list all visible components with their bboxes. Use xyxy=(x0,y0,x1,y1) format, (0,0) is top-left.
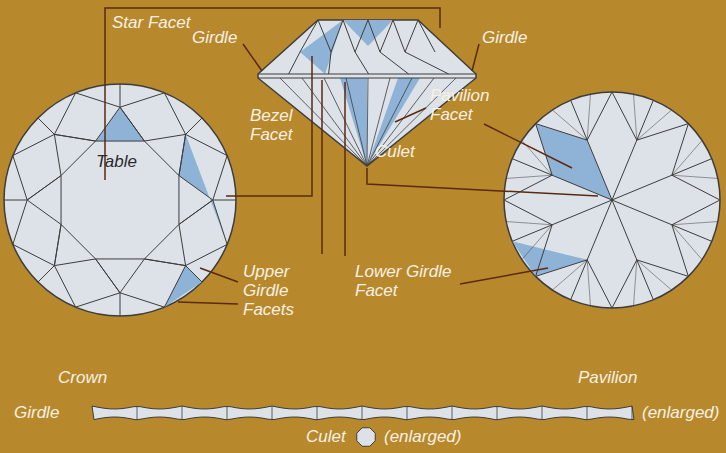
part-label: Bezel Facet xyxy=(250,106,308,144)
part-label: Girdle xyxy=(482,28,527,47)
part-label: Table xyxy=(96,152,137,171)
part-label: (enlarged) xyxy=(384,427,462,446)
leader-line xyxy=(226,56,312,196)
pavilion-view xyxy=(504,92,720,308)
leader-line xyxy=(178,302,238,304)
crown-view xyxy=(4,84,236,316)
leader-line xyxy=(321,80,323,254)
part-label: Lower Girdle Facet xyxy=(355,262,459,300)
part-label: Crown xyxy=(58,368,107,387)
girdle-strip xyxy=(92,406,634,420)
part-label: Girdle xyxy=(14,403,59,422)
leader-line xyxy=(460,268,548,284)
leader-line xyxy=(243,44,262,71)
leader-line xyxy=(367,168,598,196)
culet-octagon xyxy=(357,428,375,446)
part-label: Culet xyxy=(306,427,346,446)
part-label: Star Facet xyxy=(112,13,190,32)
part-label: (enlarged) xyxy=(642,403,720,422)
leader-line xyxy=(105,8,440,180)
leader-line xyxy=(484,124,572,168)
part-label: Pavilion xyxy=(578,368,638,387)
part-label: Girdle xyxy=(192,28,237,47)
part-label: Upper Girdle Facets xyxy=(243,262,305,319)
leader-line xyxy=(200,268,238,282)
part-label: Pavilion Facet xyxy=(430,86,506,124)
part-label: Culet xyxy=(375,142,415,161)
leader-lines xyxy=(105,8,598,304)
leader-line xyxy=(472,44,479,71)
leader-line xyxy=(344,82,346,256)
leader-line xyxy=(395,108,426,122)
